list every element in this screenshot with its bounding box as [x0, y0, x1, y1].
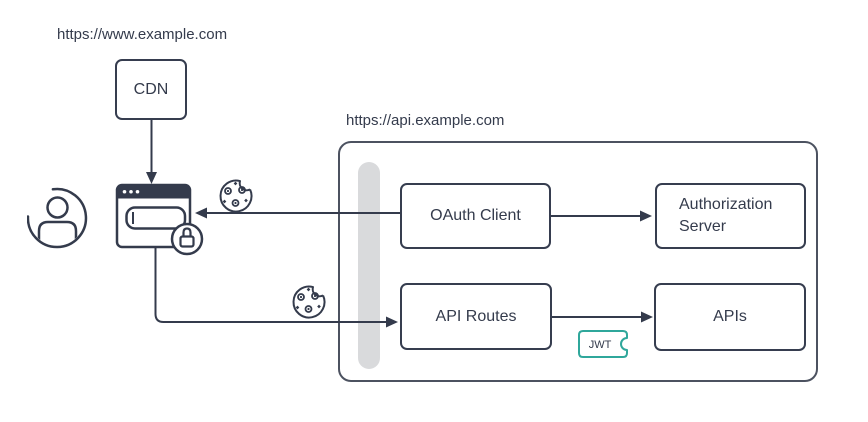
- api-domain-label: https://api.example.com: [346, 112, 505, 129]
- authorization-server-node: Authorization Server: [655, 183, 806, 249]
- www-domain-label: https://www.example.com: [57, 26, 228, 43]
- address-bar: [125, 206, 187, 230]
- oauth-client-label: OAuth Client: [430, 207, 521, 224]
- arrow-oauth-client-to-browser: [195, 207, 402, 219]
- jwt-label: JWT: [589, 339, 612, 351]
- lock-badge-icon: [170, 222, 204, 256]
- api-routes-node: API Routes: [400, 283, 552, 350]
- cdn-node: CDN: [115, 59, 187, 120]
- window-dots-icon: [122, 189, 140, 194]
- jwt-ticket-icon: JWT: [578, 330, 628, 358]
- user-icon: [27, 187, 88, 249]
- cookie-icon: [219, 179, 253, 213]
- cdn-label: CDN: [133, 80, 169, 98]
- apis-node: APIs: [654, 283, 806, 351]
- oauth-client-node: OAuth Client: [400, 183, 551, 249]
- arrow-oauth-client-to-auth-server: [551, 210, 652, 222]
- authorization-server-label: Authorization Server: [679, 196, 773, 235]
- arrow-browser-to-api-routes: [154, 247, 398, 328]
- browser-window-icon: [115, 183, 204, 256]
- arrow-cdn-to-browser: [146, 120, 157, 184]
- arrow-api-routes-to-apis: [552, 311, 653, 323]
- api-routes-label: API Routes: [435, 307, 517, 325]
- apis-label: APIs: [713, 308, 747, 325]
- cookie-icon: [292, 285, 326, 319]
